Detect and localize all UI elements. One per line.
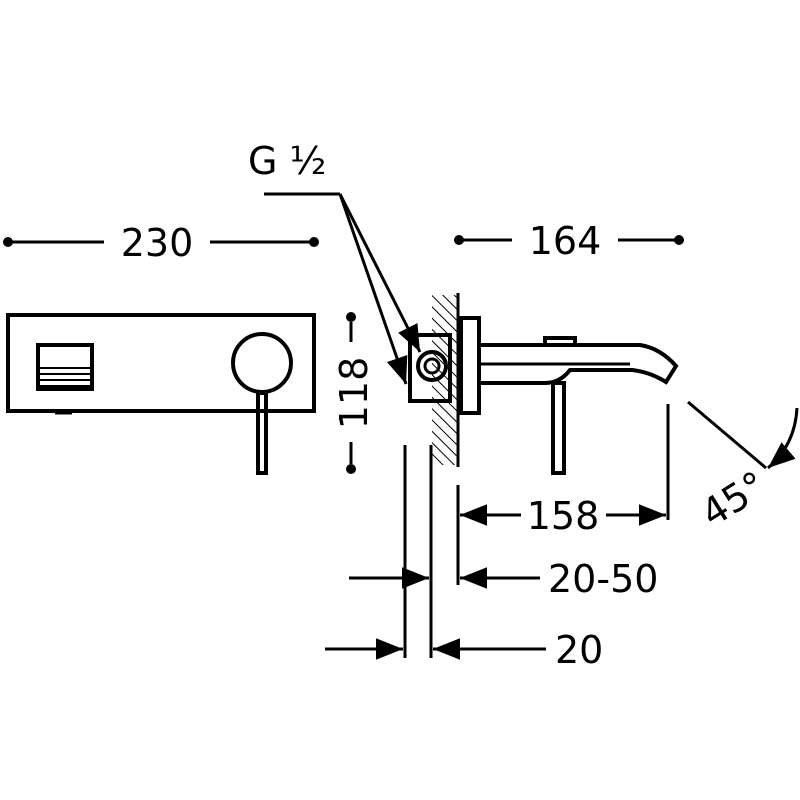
control-knob <box>231 332 293 394</box>
embedded-body <box>408 333 452 403</box>
angle-annotation: 45° <box>687 400 799 536</box>
extension-lines <box>403 404 670 658</box>
adjust-label: 20-50 <box>548 557 658 601</box>
offset-label: 20 <box>555 628 603 672</box>
spout <box>480 343 679 385</box>
width-label: 230 <box>121 221 194 265</box>
dimension-164: 164 <box>454 219 684 263</box>
height-label: 118 <box>332 357 376 430</box>
dimension-118: 118 <box>332 312 376 474</box>
dimension-158: 158 <box>460 494 666 538</box>
spout-lever-top <box>543 336 577 345</box>
display-window <box>36 343 94 391</box>
thread-label: G ½ <box>248 139 326 183</box>
cover-plate-side <box>459 316 481 415</box>
angle-label: 45° <box>693 463 773 536</box>
side-view <box>408 316 679 475</box>
thread-annotation: G ½ <box>248 139 422 385</box>
front-view <box>6 313 316 475</box>
thread-connection <box>416 350 448 382</box>
reach-label: 158 <box>527 494 600 538</box>
dimension-230: 230 <box>3 221 319 265</box>
dimension-20-50: 20-50 <box>349 557 658 601</box>
depth-label: 164 <box>529 219 602 263</box>
control-lever <box>256 391 268 475</box>
dimension-20: 20 <box>325 628 603 672</box>
front-plate <box>6 313 316 413</box>
side-lever <box>551 381 566 475</box>
